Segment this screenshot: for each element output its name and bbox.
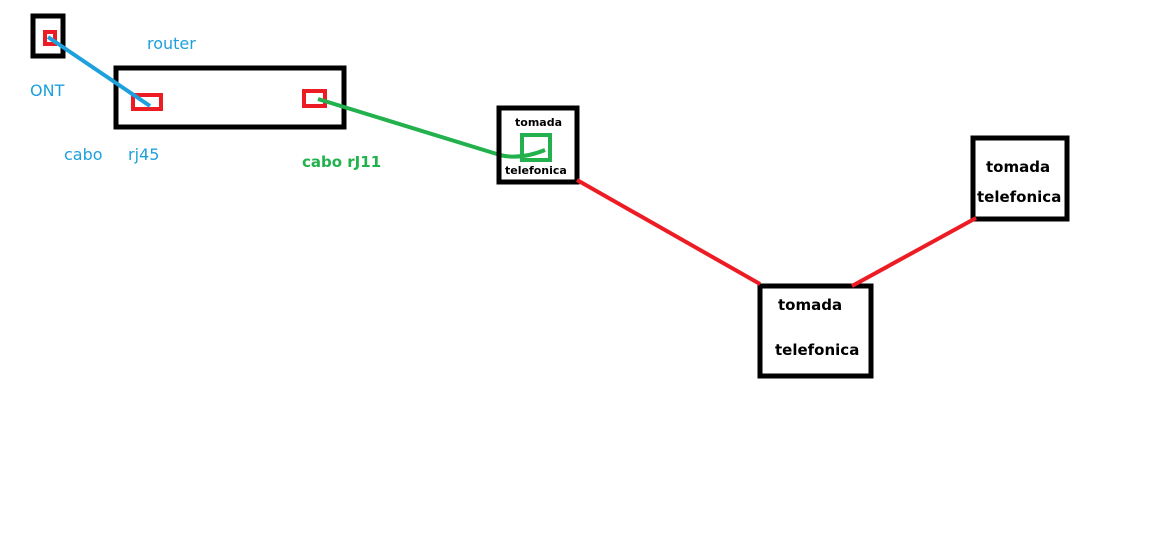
phone-line-2 — [851, 216, 977, 288]
cabo-rj11-label: cabo rJ11 — [302, 153, 382, 171]
ont-label: ONT — [30, 81, 65, 100]
rj45-label: rj45 — [128, 145, 160, 164]
phone-line-1 — [576, 178, 761, 286]
socket-2-line2: telefonica — [775, 341, 860, 359]
socket-3-line2: telefonica — [977, 188, 1062, 206]
socket-2-line1: tomada — [778, 296, 843, 314]
socket-1-port — [520, 133, 552, 162]
router-label: router — [147, 34, 196, 53]
socket-3-line1: tomada — [986, 158, 1051, 176]
socket-3-box — [970, 135, 1070, 222]
router-box — [113, 65, 347, 130]
socket-2-box — [757, 283, 874, 379]
router-rj11-port — [302, 89, 327, 108]
socket-1-line2: telefonica — [505, 164, 567, 177]
router-rj45-port — [131, 93, 163, 111]
cabo-label: cabo — [64, 145, 103, 164]
socket-1-line1: tomada — [515, 116, 562, 129]
ont-box — [30, 13, 66, 59]
ethernet-cable — [46, 35, 152, 108]
ont-port — [43, 30, 57, 46]
socket-1-box — [496, 105, 580, 185]
